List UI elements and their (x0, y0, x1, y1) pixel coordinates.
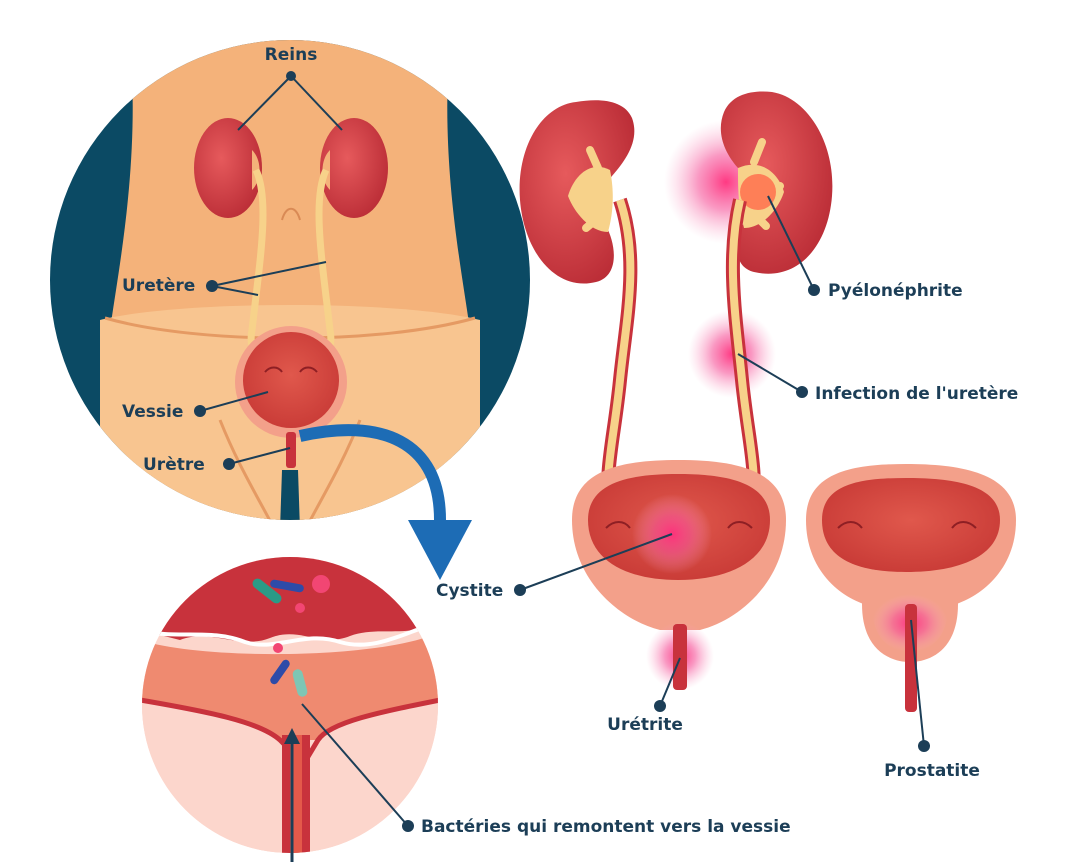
label-cystite: Cystite (436, 581, 503, 601)
label-uretrite: Urétrite (607, 715, 683, 735)
label-reins: Reins (265, 45, 318, 65)
bacterium (292, 669, 308, 697)
bacterium (270, 579, 304, 593)
urethra (286, 432, 296, 468)
glow-ureter (688, 310, 776, 398)
label-uretre: Urètre (143, 455, 205, 475)
bacterium (312, 575, 330, 593)
label-infection-uretere: Infection de l'uretère (815, 384, 1018, 404)
bacterium (270, 659, 290, 685)
zoom-circle (142, 557, 438, 853)
bacterium (273, 643, 283, 653)
kidney-right (320, 118, 388, 218)
label-uretere: Uretère (122, 276, 195, 296)
bladder (243, 332, 339, 428)
kidney-right-diagram-left (519, 100, 635, 284)
bladder-prostate (806, 464, 1016, 712)
urethra-diagram (673, 624, 687, 690)
label-prostatite: Prostatite (884, 761, 980, 781)
anatomy-circle (50, 40, 530, 520)
arrow-up-icon (284, 728, 300, 862)
label-bacteries: Bactéries qui remontent vers la vessie (421, 817, 791, 837)
kidney-left-diagram-right (720, 91, 833, 274)
bacterium (295, 603, 305, 613)
kidney-left (194, 118, 262, 218)
label-pyelonephrite: Pyélonéphrite (828, 281, 963, 301)
bacterium (252, 578, 282, 604)
label-vessie: Vessie (122, 402, 183, 422)
curved-arrow-icon (298, 424, 472, 580)
